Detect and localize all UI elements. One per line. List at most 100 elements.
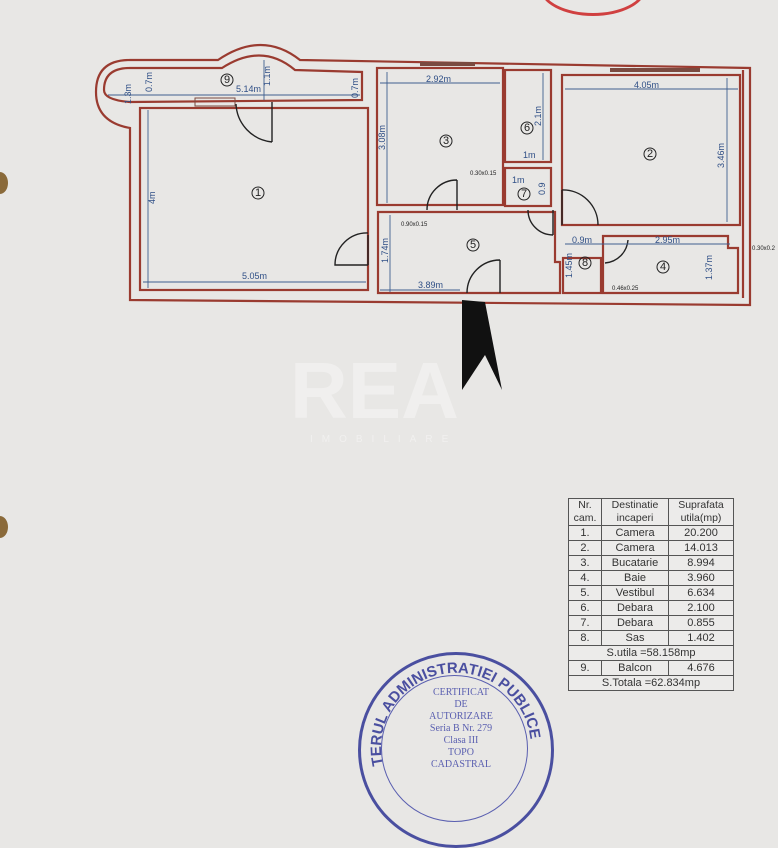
- s-totala: S.Totala =62.834mp: [568, 675, 734, 691]
- room-number-9: 9: [220, 73, 234, 87]
- room-number-2: 2: [643, 147, 657, 161]
- dim-label: 0.7m: [144, 72, 154, 92]
- cell-nr: 8.: [568, 630, 602, 646]
- dim-label: 0.9: [537, 182, 547, 195]
- dim-label: 1m: [512, 175, 525, 185]
- dim-label: 3.89m: [418, 280, 443, 290]
- watermark-sub: IMOBILIARE: [310, 434, 457, 445]
- table-header: Nr. cam. Destinatie incaperi Suprafata u…: [568, 498, 734, 526]
- cell-dest: Sas: [601, 630, 669, 646]
- room-numbers: 1 2 3 4 5 6 7 8 9: [220, 73, 670, 274]
- dim-label: 2.95m: [655, 235, 680, 245]
- door-room7: [527, 209, 554, 236]
- room-1-walls: [138, 106, 370, 292]
- svg-text:6: 6: [524, 122, 530, 134]
- dim-label: 0.7m: [350, 78, 360, 98]
- room-7-walls: [503, 166, 553, 208]
- room-number-4: 4: [656, 260, 670, 274]
- binder-hole: [0, 172, 8, 194]
- dim-label: 0.90x0.15: [401, 222, 428, 228]
- svg-text:7: 7: [521, 188, 527, 200]
- cell-supr: 6.634: [668, 585, 734, 601]
- room-4-walls: [601, 234, 740, 295]
- svg-text:5: 5: [470, 239, 476, 251]
- binder-hole: [0, 516, 8, 538]
- cell-dest: Vestibul: [601, 585, 669, 601]
- cell-supr: 14.013: [668, 540, 734, 556]
- dim-label: 1.1m: [262, 66, 272, 86]
- cell-dest: Bucatarie: [601, 555, 669, 571]
- door-balcony: [235, 102, 273, 143]
- cell-nr: 5.: [568, 585, 602, 601]
- door-bath: [604, 239, 629, 264]
- window: [194, 97, 236, 107]
- header-nr: Nr. cam.: [568, 498, 602, 526]
- dim-label: 1.74m: [380, 238, 390, 263]
- cell-nr: 7.: [568, 615, 602, 631]
- cell-dest: Balcon: [601, 660, 669, 676]
- dim-label: 3.08m: [377, 125, 387, 150]
- dim-label: 0.46x0.25: [612, 286, 639, 292]
- s-utila: S.utila =58.158mp: [568, 645, 734, 661]
- area-table: Nr. cam. Destinatie incaperi Suprafata u…: [568, 498, 734, 691]
- dim-label: 4m: [147, 191, 157, 204]
- room-number-5: 5: [466, 238, 480, 252]
- room-number-8: 8: [578, 256, 592, 270]
- cell-nr: 4.: [568, 570, 602, 586]
- watermark-brand: REA: [290, 346, 459, 435]
- room-2-walls: [560, 73, 742, 227]
- floor-plan: REA IMOBILIARE: [94, 43, 776, 445]
- cell-dest: Camera: [601, 525, 669, 541]
- door-kitchen: [426, 179, 458, 211]
- dim-label: 5.14m: [236, 84, 261, 94]
- cell-supr: 2.100: [668, 600, 734, 616]
- watermark: REA IMOBILIARE: [290, 346, 459, 445]
- stamp-line: TOPO: [448, 747, 474, 758]
- window: [420, 62, 475, 66]
- header-dest: Destinatie incaperi: [601, 498, 669, 526]
- walls: [94, 43, 752, 307]
- dim-label: 0.30x0.15: [470, 171, 497, 177]
- cell-supr: 4.676: [668, 660, 734, 676]
- dim-label: 4.05m: [634, 80, 659, 90]
- doors: [235, 102, 629, 390]
- dim-label: 0.30x0.2: [752, 246, 776, 252]
- cell-nr: 9.: [568, 660, 602, 676]
- window: [610, 68, 700, 72]
- stamp-line: DE: [454, 699, 468, 710]
- cell-supr: 1.402: [668, 630, 734, 646]
- svg-text:8: 8: [582, 257, 588, 269]
- dimension-labels: 0.7m 1.3m 5.14m 1.1m 0.7m 4m 5.05m 2.92m…: [123, 66, 776, 292]
- cell-supr: 3.960: [668, 570, 734, 586]
- dim-label: 0.9m: [572, 235, 592, 245]
- stamp-line: CERTIFICAT: [432, 687, 490, 698]
- cell-supr: 20.200: [668, 525, 734, 541]
- svg-text:1: 1: [255, 187, 261, 199]
- dim-label: 1.37m: [704, 255, 714, 280]
- cell-nr: 6.: [568, 600, 602, 616]
- cell-dest: Debara: [601, 600, 669, 616]
- room-number-3: 3: [439, 134, 453, 148]
- room-3-walls: [375, 66, 505, 207]
- door-room2: [561, 189, 599, 226]
- cell-nr: 3.: [568, 555, 602, 571]
- dim-label: 3.46m: [716, 143, 726, 168]
- svg-text:3: 3: [443, 135, 449, 147]
- stamp-line: Clasa III: [443, 735, 479, 746]
- header-supr: Suprafata utila(mp): [668, 498, 734, 526]
- stamp-line: AUTORIZARE: [429, 711, 493, 722]
- room-number-6: 6: [520, 121, 534, 135]
- stamp-line: Seria B Nr. 279: [429, 723, 493, 734]
- s-totala-row: S.Totala =62.834mp: [568, 675, 734, 691]
- cell-supr: 0.855: [668, 615, 734, 631]
- room-number-7: 7: [517, 187, 531, 201]
